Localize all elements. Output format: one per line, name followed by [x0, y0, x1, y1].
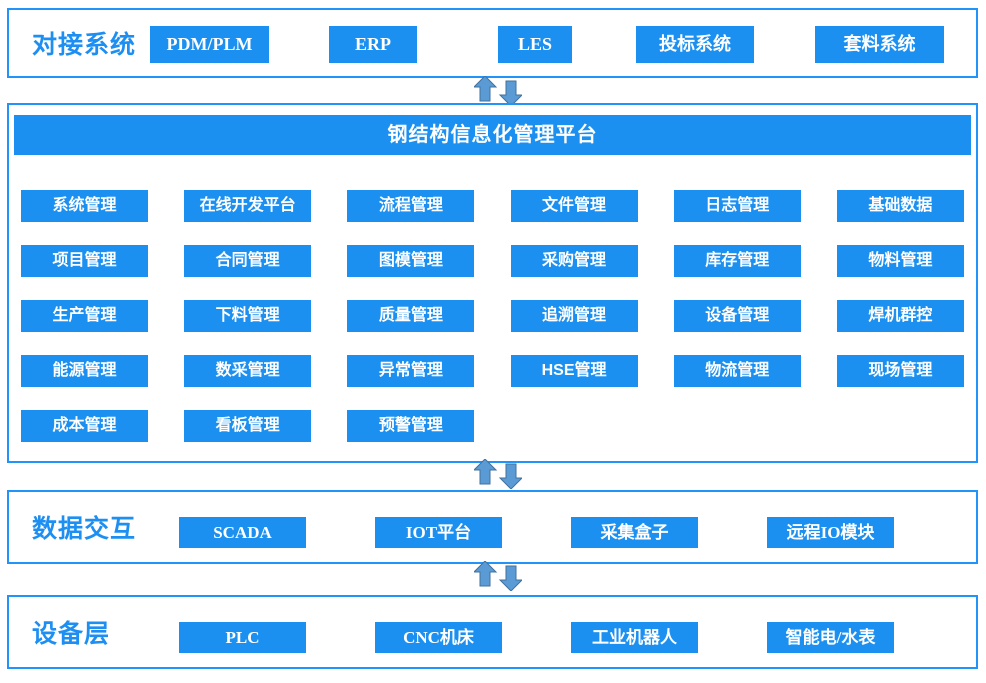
- platform-section: 钢结构信息化管理平台 系统管理 在线开发平台 流程管理 文件管理 日志管理 基础数据项目管…: [7, 103, 978, 463]
- platform-module-box: 追溯管理: [510, 300, 638, 332]
- platform-module-box: 能源管理: [21, 355, 148, 387]
- updown-arrow-connector: [474, 561, 522, 591]
- platform-module-box: 文件管理: [510, 190, 638, 222]
- integration-systems-row: PDM/PLM ERP LES 投标系统 套料系统: [9, 10, 976, 76]
- data-exchange-box: IOT平台: [375, 517, 502, 548]
- integration-system-box: 投标系统: [636, 26, 754, 63]
- platform-module-box: 数采管理: [184, 355, 312, 387]
- integration-system-box: ERP: [329, 26, 417, 63]
- data-exchange-section-label: 数据交互: [32, 516, 137, 543]
- platform-module-box: 预警管理: [347, 410, 475, 442]
- device-layer-section: 设备层 PLC CNC机床 工业机器人 智能电/水表: [7, 595, 978, 669]
- platform-module-box: 图模管理: [347, 245, 475, 277]
- integration-section-label: 对接系统: [32, 32, 137, 59]
- data-exchange-section: 数据交互 SCADA IOT平台 采集盒子 远程IO模块: [7, 490, 978, 564]
- platform-module-box: 生产管理: [21, 300, 148, 332]
- device-box: PLC: [179, 622, 306, 653]
- platform-module-box: 现场管理: [836, 355, 964, 387]
- platform-module-box: HSE管理: [510, 355, 638, 387]
- platform-module-box: 设备管理: [673, 300, 801, 332]
- up-arrow-icon: [474, 76, 498, 102]
- platform-module-box: 库存管理: [673, 245, 801, 277]
- platform-module-box: 物料管理: [836, 245, 964, 277]
- platform-module-box: 异常管理: [347, 355, 475, 387]
- updown-arrows-icon: [474, 459, 522, 489]
- updown-arrow-connector: [474, 459, 522, 489]
- platform-module-box: 在线开发平台: [184, 190, 312, 222]
- integration-system-box: LES: [498, 26, 572, 63]
- down-arrow-icon: [498, 80, 522, 106]
- updown-arrows-icon: [474, 561, 522, 591]
- data-exchange-box: SCADA: [179, 517, 306, 548]
- up-arrow-icon: [474, 459, 498, 485]
- platform-module-box: 日志管理: [673, 190, 801, 222]
- device-box: 工业机器人: [571, 622, 698, 653]
- device-box: 智能电/水表: [767, 622, 894, 653]
- device-layer-section-label: 设备层: [32, 621, 111, 648]
- updown-arrow-connector: [474, 76, 522, 106]
- integration-system-box: PDM/PLM: [150, 26, 269, 63]
- integration-systems-section: 对接系统 PDM/PLM ERP LES 投标系统 套料系统: [7, 8, 978, 78]
- platform-module-box: 看板管理: [184, 410, 312, 442]
- device-box: CNC机床: [375, 622, 502, 653]
- platform-module-box: 焊机群控: [836, 300, 964, 332]
- platform-module-box: 系统管理: [21, 190, 148, 222]
- platform-module-box: 物流管理: [673, 355, 801, 387]
- platform-title-bar: 钢结构信息化管理平台: [14, 115, 971, 155]
- platform-module-box: 质量管理: [347, 300, 475, 332]
- down-arrow-icon: [498, 463, 522, 489]
- down-arrow-icon: [498, 565, 522, 591]
- device-layer-row: PLC CNC机床 工业机器人 智能电/水表: [179, 622, 894, 653]
- data-exchange-box: 远程IO模块: [767, 517, 894, 548]
- data-exchange-box: 采集盒子: [571, 517, 698, 548]
- platform-module-box: 基础数据: [836, 190, 964, 222]
- integration-system-box: 套料系统: [815, 26, 944, 63]
- platform-module-box: 采购管理: [510, 245, 638, 277]
- platform-module-box: 合同管理: [184, 245, 312, 277]
- data-exchange-row: SCADA IOT平台 采集盒子 远程IO模块: [179, 517, 894, 548]
- updown-arrows-icon: [474, 76, 522, 106]
- platform-module-grid: 系统管理 在线开发平台 流程管理 文件管理 日志管理 基础数据项目管理 合同管理 图模管理 采购…: [9, 190, 976, 442]
- platform-module-box: 下料管理: [184, 300, 312, 332]
- platform-module-box: 流程管理: [347, 190, 475, 222]
- up-arrow-icon: [474, 561, 498, 587]
- platform-module-box: 项目管理: [21, 245, 148, 277]
- platform-module-box: 成本管理: [21, 410, 148, 442]
